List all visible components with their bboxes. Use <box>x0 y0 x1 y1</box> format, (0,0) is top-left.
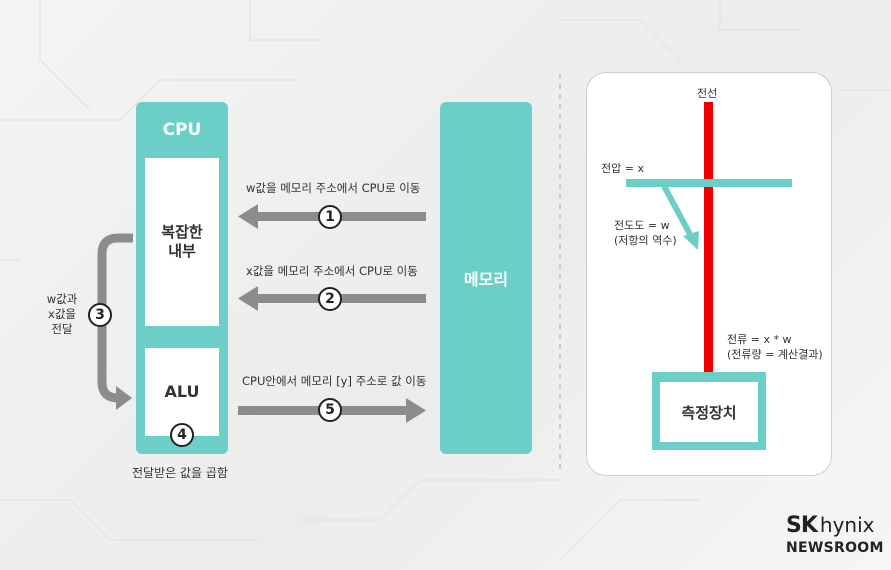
conductance-label: 전도도 = w (저항의 역수) <box>614 219 677 247</box>
step-4-badge: 4 <box>170 423 194 447</box>
measuring-device: 측정장치 <box>660 382 758 442</box>
newsroom-logo: NEWSROOM <box>786 540 884 556</box>
logo-sk-text: SK <box>786 513 818 538</box>
step-3-label: w값과 x값을 전달 <box>36 292 88 337</box>
step-1-badge: 1 <box>318 205 342 229</box>
cpu-complex-internals: 복잡한 내부 <box>145 158 219 326</box>
step-5-badge: 5 <box>318 398 342 422</box>
cpu-internals-label: 복잡한 내부 <box>161 223 203 260</box>
step-2-badge: 2 <box>318 287 342 311</box>
wire-line <box>704 102 713 374</box>
logo-hynix-text: hynix <box>819 513 875 537</box>
current-label: 전류 = x * w (전류량 = 계산결과) <box>727 333 823 361</box>
cpu-title: CPU <box>162 120 202 140</box>
alu-caption: 전달받은 값을 곱함 <box>132 466 228 480</box>
alu-block <box>145 348 219 436</box>
conductance-arrow <box>661 184 699 250</box>
step-3-label-text: w값과 x값을 전달 <box>46 292 78 336</box>
measuring-device-label: 측정장치 <box>681 403 737 422</box>
memory-label: 메모리 <box>463 270 509 289</box>
voltage-label: 전압 = x <box>601 162 644 175</box>
voltage-line <box>626 179 792 187</box>
alu-label: ALU <box>164 382 200 401</box>
memory-block: 메모리 <box>440 102 532 454</box>
step-3-badge: 3 <box>88 303 112 327</box>
step-2-label: x값을 메모리 주소에서 CPU로 이동 <box>246 264 418 278</box>
step-1-label: w값을 메모리 주소에서 CPU로 이동 <box>246 181 421 195</box>
wire-label: 전선 <box>697 87 718 100</box>
step-5-label: CPU안에서 메모리 [y] 주소로 값 이동 <box>242 374 427 388</box>
